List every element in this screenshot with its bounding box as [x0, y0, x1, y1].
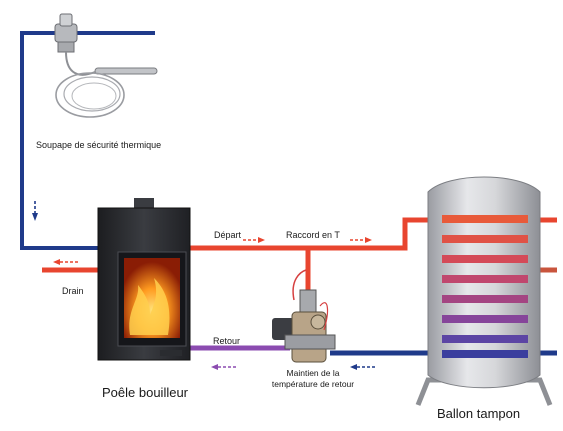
valve-label: Soupape de sécurité thermique: [36, 140, 162, 150]
maintain-temp-line2: température de retour: [271, 379, 355, 389]
valve-assembly-icon: [272, 269, 336, 363]
depart-label: Départ: [214, 230, 242, 240]
buffer-tank: [415, 176, 553, 406]
stove: [97, 198, 191, 361]
tank-label: Ballon tampon: [437, 406, 521, 421]
flow-arrow-icon: [350, 364, 375, 370]
maintain-temp-label: Maintien de la température de retour: [258, 368, 368, 390]
stove-label: Poêle bouilleur: [102, 385, 189, 400]
flow-arrow-icon: [32, 213, 38, 221]
thermal-safety-valve-icon: [54, 13, 158, 118]
maintain-temp-line1: Maintien de la: [286, 368, 340, 378]
flow-arrows: [53, 237, 375, 370]
flow-pipe-depart: [190, 217, 440, 290]
flow-arrow-icon: [211, 364, 238, 370]
flow-arrow-icon: [53, 259, 78, 265]
return-pipe: [190, 345, 557, 356]
drain-label: Drain: [62, 286, 84, 296]
fire-icon: [129, 278, 170, 335]
retour-label: Retour: [213, 336, 241, 346]
flow-arrow-icon: [350, 237, 372, 243]
flow-arrow-icon: [243, 237, 265, 243]
tee-label: Raccord en T: [286, 230, 340, 240]
safety-circuit-pipe: [20, 31, 155, 250]
